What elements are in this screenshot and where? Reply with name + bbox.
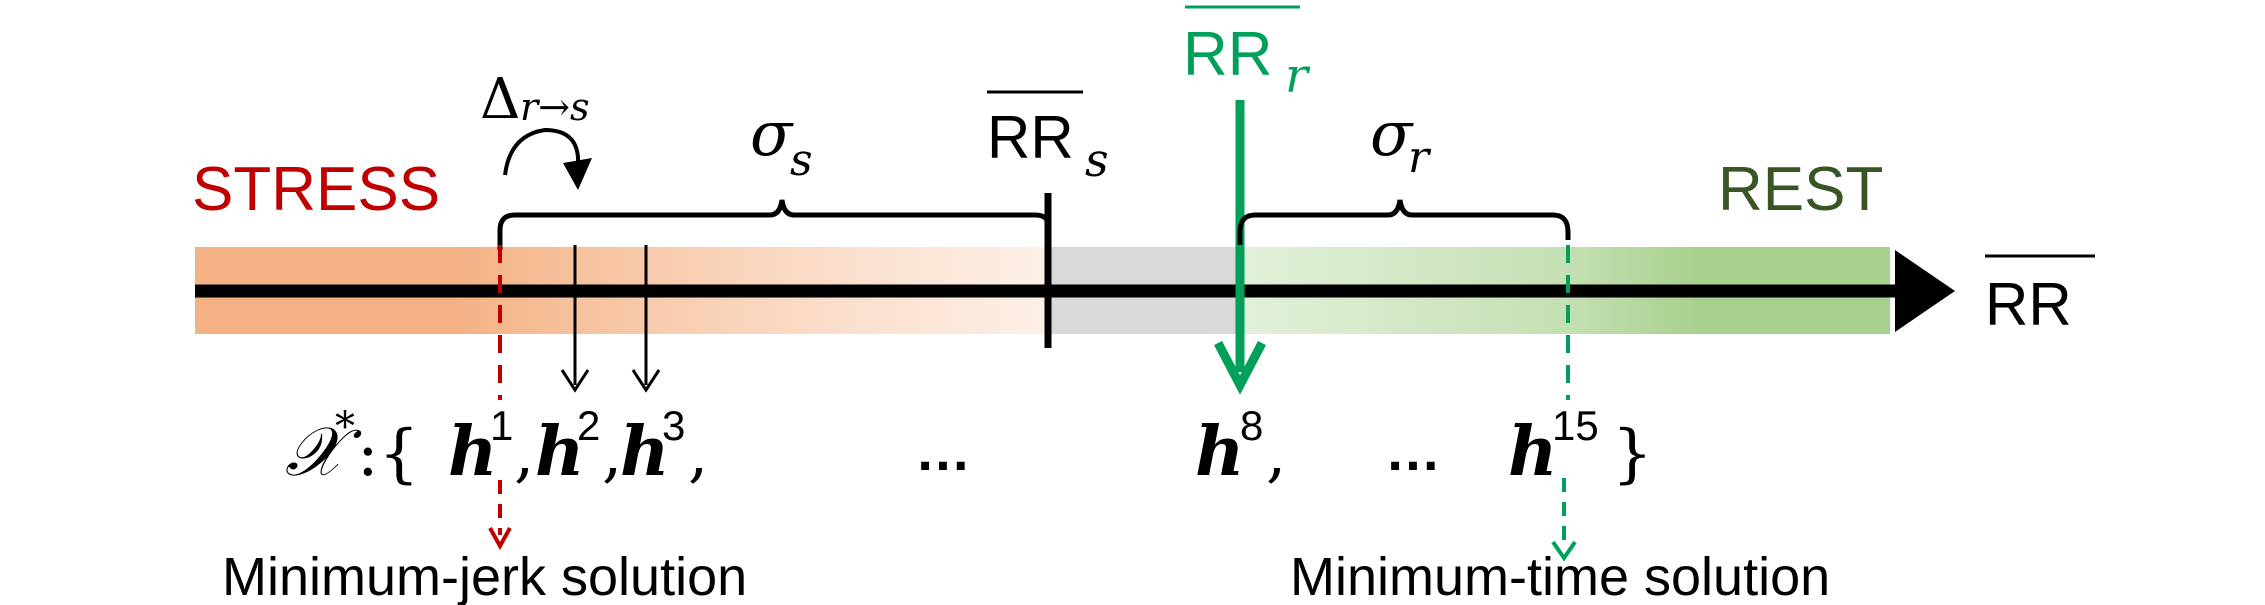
sigma-s-symbol: σ <box>750 97 794 170</box>
h3-letter: h <box>620 412 669 492</box>
rr-s-subscript: s <box>1085 133 1109 187</box>
set-close-brace: } <box>1612 417 1653 491</box>
h2-letter: h <box>535 412 584 492</box>
ellipsis-2: … <box>1385 419 1441 482</box>
rr-r-arrowhead <box>1214 340 1266 395</box>
sigma-r-symbol: σ <box>1370 97 1414 170</box>
rest-label: REST <box>1718 155 1883 224</box>
h8-comma: , <box>1266 417 1286 491</box>
h2-sup: 2 <box>577 402 600 449</box>
sigma-r-subscript: r <box>1408 132 1432 183</box>
h8-sup: 8 <box>1240 402 1263 449</box>
ellipsis-1: … <box>915 419 971 482</box>
rr-r-subscript: r <box>1285 48 1311 104</box>
rr-s-label: RR <box>987 104 1074 171</box>
stress-label: STRESS <box>192 155 440 224</box>
h3-sup: 3 <box>662 402 685 449</box>
h3-arrowhead <box>631 369 661 393</box>
h1-down-arrowhead <box>488 527 512 551</box>
sigma-r-brace <box>1237 199 1571 245</box>
rr-r-label: RR <box>1183 20 1273 89</box>
h15-down-arrowhead <box>1551 540 1577 562</box>
set-open-brace: :{ <box>357 417 419 491</box>
h15-sup: 15 <box>1552 402 1599 449</box>
rr-axis-arrowhead <box>1895 250 1955 332</box>
delta-arrowhead <box>563 158 592 190</box>
set-x-star: * <box>335 404 355 450</box>
min-time-label: Minimum-time solution <box>1290 547 1830 605</box>
delta-subscript: r→s <box>520 85 590 129</box>
h2-comma: , <box>602 417 622 491</box>
axis-rr-label: RR <box>1985 271 2072 338</box>
h8-letter: h <box>1195 412 1244 492</box>
delta-symbol: Δ <box>480 67 520 132</box>
h2-arrowhead <box>560 369 590 393</box>
h1-comma: , <box>514 417 534 491</box>
h3-comma: , <box>688 417 708 491</box>
h1-sup: 1 <box>490 402 513 449</box>
h15-letter: h <box>1508 412 1557 492</box>
h1-letter: h <box>448 412 497 492</box>
sigma-s-brace <box>497 199 1051 250</box>
min-jerk-label: Minimum-jerk solution <box>222 547 747 605</box>
delta-curved-arrow <box>503 127 581 176</box>
sigma-s-subscript: s <box>790 135 813 186</box>
